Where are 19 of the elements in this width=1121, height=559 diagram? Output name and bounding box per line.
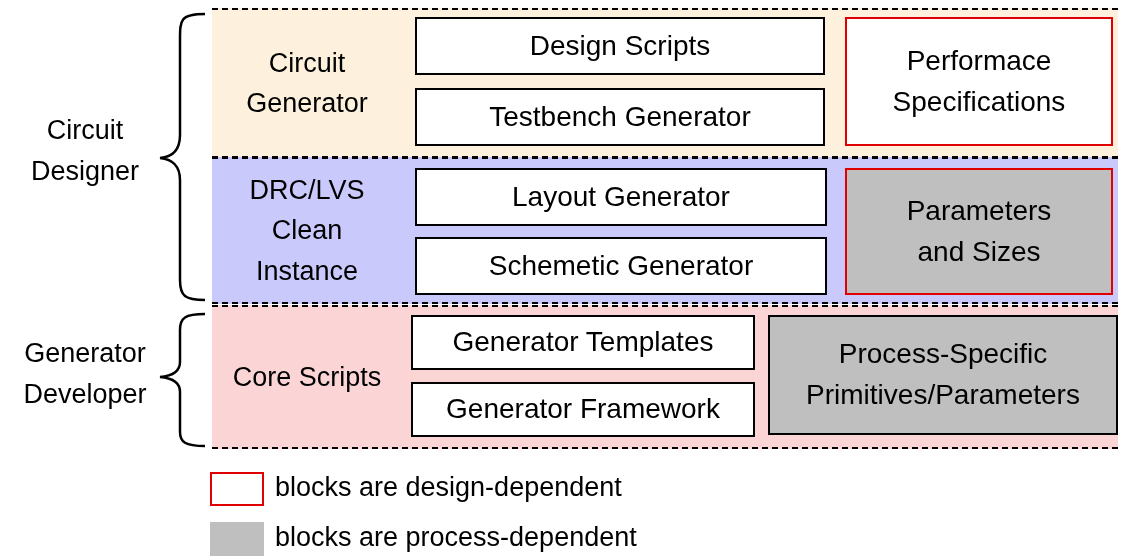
process-box: Parameters and Sizes (845, 168, 1113, 295)
process-box: Process-Specific Primitives/Parameters (768, 315, 1118, 435)
band-title: Circuit Generator (245, 46, 369, 120)
process-box: Generator Framework (411, 382, 755, 437)
layer-band (212, 8, 1118, 158)
layer-band (212, 305, 1118, 449)
process-box: Design Scripts (415, 17, 825, 75)
legend-text: blocks are process-dependent (275, 522, 637, 553)
role-label: Generator Developer (22, 337, 148, 411)
band-title: Core Scripts (232, 360, 382, 394)
process-box: Layout Generator (415, 168, 827, 226)
process-box: Generator Templates (411, 315, 755, 370)
process-box: Performace Specifications (845, 17, 1113, 146)
role-label: Circuit Designer (29, 114, 141, 188)
layer-band (212, 157, 1118, 304)
process-box: Schemetic Generator (415, 237, 827, 295)
legend-text: blocks are design-dependent (275, 472, 622, 503)
process-box: Testbench Generator (415, 88, 825, 146)
band-title: DRC/LVS Clean Instance (248, 173, 366, 288)
